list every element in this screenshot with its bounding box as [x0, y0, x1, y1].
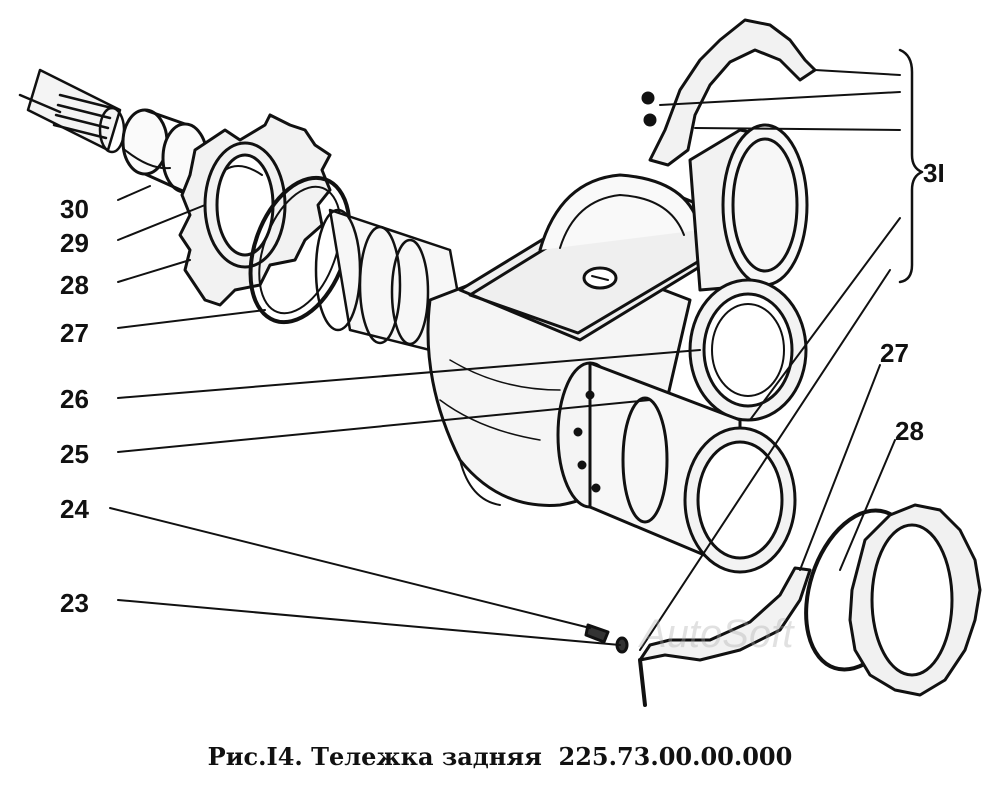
sprocket-flange-right — [848, 503, 982, 697]
figure-caption: Рис.I4. Тележка задняя 225.73.00.00.000 — [207, 742, 793, 771]
clamp-half-ring-31-bottom — [638, 566, 812, 707]
label-25: 25 — [60, 439, 89, 469]
leader-lines — [109, 69, 901, 651]
label-27-right: 27 — [880, 338, 909, 368]
axle-tube-right-25 — [556, 361, 797, 574]
label-28-left: 28 — [60, 270, 89, 300]
label-28-right: 28 — [895, 416, 924, 446]
flange-right-26 — [688, 278, 808, 422]
label-27-left: 27 — [60, 318, 89, 348]
group-bracket-31 — [898, 48, 924, 284]
watermark: AutoSoft — [640, 612, 794, 656]
label-29: 29 — [60, 228, 89, 258]
label-23: 23 — [60, 588, 89, 618]
axle-shaft — [18, 68, 126, 154]
bolt-24 — [584, 623, 610, 644]
sprocket-flange-left — [178, 113, 332, 307]
label-24: 24 — [60, 494, 89, 524]
label-31: 3I — [923, 158, 945, 188]
drum-upper-right — [688, 123, 809, 292]
label-26: 26 — [60, 384, 89, 414]
label-30: 30 — [60, 194, 89, 224]
